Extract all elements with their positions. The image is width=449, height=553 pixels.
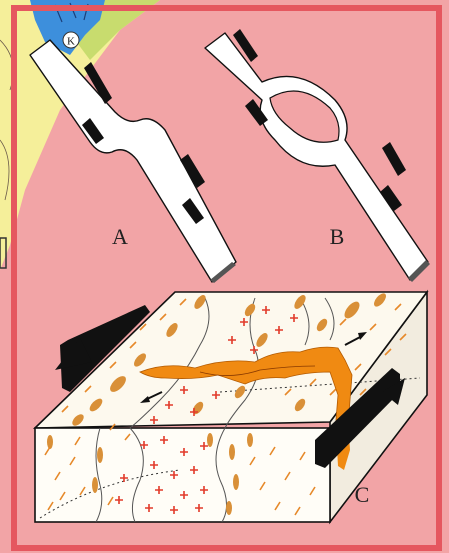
panel-a-label: A [112,224,128,249]
panel-c-label: C [355,482,370,507]
panel-b-label: B [330,224,345,249]
block-front-face [35,428,330,522]
panel-c-block: C [35,291,427,522]
panel-a-dike: A [30,40,236,283]
dike-a-body [30,40,236,282]
map-marker-label: K [67,36,75,48]
panel-b-dike: B [205,29,430,282]
shear-arrow-b-lower-1 [382,142,406,176]
